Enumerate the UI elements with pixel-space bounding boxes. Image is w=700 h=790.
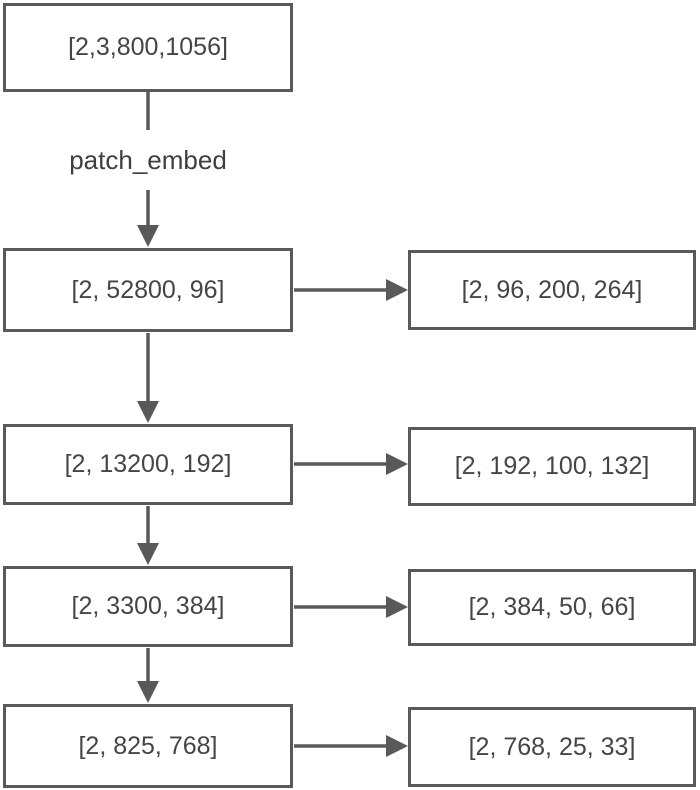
- node-stage4-reshaped-label: [2, 768, 25, 33]: [468, 732, 636, 761]
- edge-stage3-stage4-arrowhead: [137, 681, 159, 703]
- node-stage2-reshaped-label: [2, 192, 100, 132]: [454, 452, 650, 480]
- node-stage1-tokens: [2, 52800, 96]: [3, 248, 293, 332]
- node-stage3-tokens: [2, 3300, 384]: [3, 566, 293, 647]
- edge-stage2-stage3-arrowhead: [137, 543, 159, 565]
- node-stage1-reshaped-label: [2, 96, 200, 264]: [461, 275, 643, 304]
- node-input-shape: [2,3,800,1056]: [3, 3, 293, 92]
- edge-stage4-reshape-arrowhead: [386, 735, 408, 757]
- edge-stage3-reshape-arrowhead: [386, 596, 408, 618]
- node-stage2-reshaped: [2, 192, 100, 132]: [408, 427, 696, 506]
- edge-label-patch-embed: patch_embed: [38, 143, 258, 178]
- edge-stage1-stage2-arrowhead: [137, 401, 159, 423]
- node-stage3-reshaped: [2, 384, 50, 66]: [408, 569, 696, 646]
- node-stage2-tokens-label: [2, 13200, 192]: [64, 450, 232, 478]
- node-stage4-reshaped: [2, 768, 25, 33]: [408, 707, 696, 787]
- node-stage4-tokens-label: [2, 825, 768]: [78, 731, 218, 760]
- node-stage1-reshaped: [2, 96, 200, 264]: [408, 250, 696, 330]
- node-stage1-tokens-label: [2, 52800, 96]: [71, 275, 225, 304]
- edge-stage2-reshape-arrowhead: [386, 453, 408, 475]
- node-input-label: [2,3,800,1056]: [68, 33, 228, 61]
- node-stage3-tokens-label: [2, 3300, 384]: [71, 592, 225, 620]
- node-stage2-tokens: [2, 13200, 192]: [3, 424, 293, 505]
- edge-stage1-reshape-arrowhead: [386, 279, 408, 301]
- node-stage4-tokens: [2, 825, 768]: [3, 704, 293, 788]
- node-stage3-reshaped-label: [2, 384, 50, 66]: [468, 593, 636, 621]
- edge-patch-embed-arrowhead: [137, 225, 159, 247]
